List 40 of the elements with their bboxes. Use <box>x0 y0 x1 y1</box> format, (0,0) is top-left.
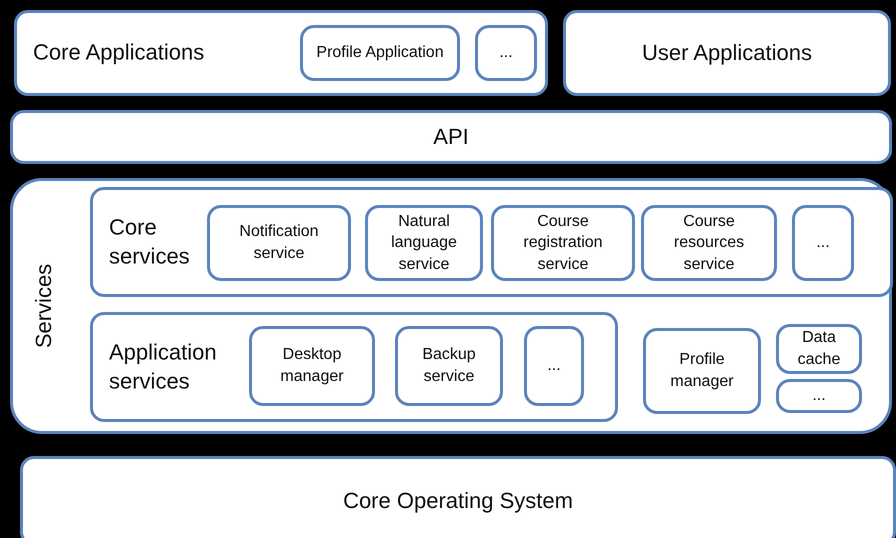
component-box <box>207 205 351 281</box>
layer-panel <box>90 312 618 422</box>
component-box <box>475 25 537 81</box>
box-label: Notification service <box>238 222 320 264</box>
box-label: ... <box>811 386 827 406</box>
layer-box <box>10 110 892 164</box>
box-label: Core Applications <box>33 38 206 67</box>
component-box <box>365 205 483 281</box>
component-box <box>641 205 777 281</box>
box-label: Application services <box>109 338 218 395</box>
box-label: Core Operating System <box>343 488 573 514</box>
box-label: Backup service <box>421 345 477 387</box>
box-label: API <box>433 124 469 150</box>
component-box <box>776 379 862 413</box>
box-label: Course resources service <box>672 212 746 275</box>
box-label: Desktop manager <box>279 345 345 387</box>
component-box <box>524 326 584 406</box>
box-label: Profile manager <box>669 350 735 392</box>
box-label: Data cache <box>796 328 842 370</box>
component-box <box>491 205 635 281</box>
box-label: User Applications <box>642 40 812 66</box>
box-label: ... <box>546 356 562 376</box>
box-label: Profile Application <box>315 43 445 64</box>
layer-panel <box>14 10 548 96</box>
component-box <box>643 328 761 414</box>
component-box <box>300 25 460 81</box>
layer-panel <box>90 187 893 297</box>
component-box <box>249 326 375 406</box>
box-label: Course registration service <box>522 212 604 275</box>
component-box <box>395 326 503 406</box>
layer-box <box>20 456 896 538</box>
box-label: Core services <box>109 213 191 270</box>
box-label: Natural language service <box>390 212 458 275</box>
box-label: Services <box>31 264 57 348</box>
component-box <box>792 205 854 281</box>
layer-box <box>563 10 891 96</box>
box-label: ... <box>815 233 831 254</box>
box-label: ... <box>498 43 514 64</box>
layer-panel <box>10 178 892 434</box>
component-box <box>776 324 862 374</box>
